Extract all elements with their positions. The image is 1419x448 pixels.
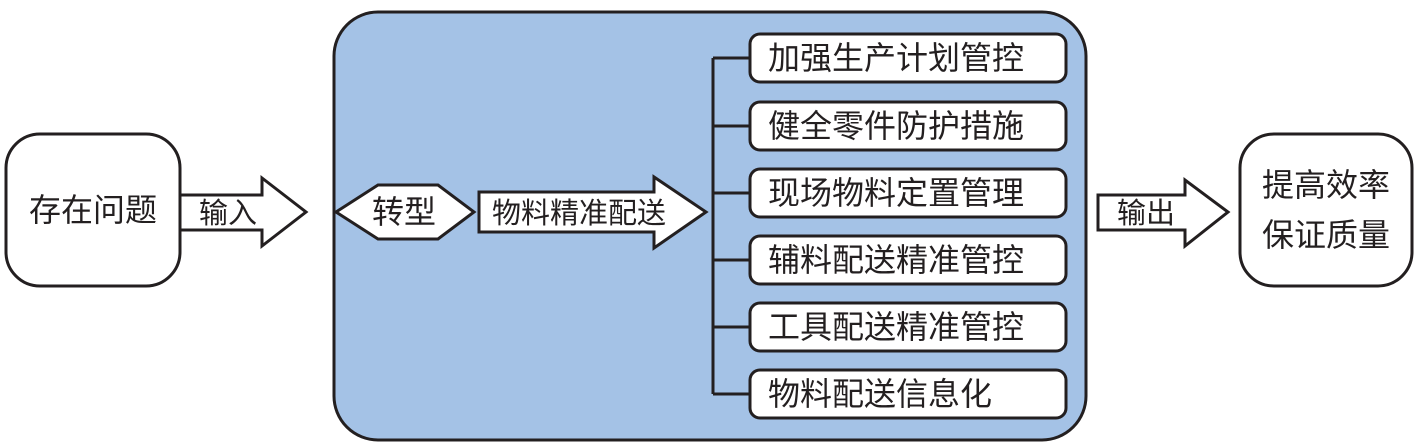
measure-label: 加强生产计划管控: [768, 39, 1024, 77]
output-arrow: [1096, 177, 1231, 250]
measure-label: 现场物料定置管理: [768, 174, 1024, 212]
measure-item: 健全零件防护措施: [748, 100, 1068, 152]
transform-diamond: [333, 183, 477, 241]
core-label: 物料精准配送: [492, 196, 666, 230]
measure-item: 现场物料定置管理: [748, 167, 1068, 219]
measure-item: 物料配送信息化: [748, 368, 1068, 420]
measure-bracket: [711, 56, 750, 396]
result-box: [1238, 132, 1414, 288]
input-label: 输入: [199, 196, 257, 230]
measure-label: 物料配送信息化: [768, 375, 992, 413]
measure-label: 健全零件防护措施: [768, 107, 1024, 145]
result-label-line2: 保证质量: [1262, 216, 1390, 254]
measure-label: 辅料配送精准管控: [768, 241, 1024, 279]
measure-label: 工具配送精准管控: [768, 308, 1024, 346]
measure-item: 工具配送精准管控: [748, 301, 1068, 353]
transform-label: 转型: [372, 193, 436, 231]
measure-item: 加强生产计划管控: [748, 32, 1068, 84]
result-label-line1: 提高效率: [1262, 166, 1390, 204]
problem-label: 存在问题: [29, 191, 157, 229]
core-arrow: [477, 174, 709, 251]
output-label: 输出: [1117, 196, 1175, 230]
measure-item: 辅料配送精准管控: [748, 234, 1068, 286]
input-arrow: [178, 174, 309, 250]
